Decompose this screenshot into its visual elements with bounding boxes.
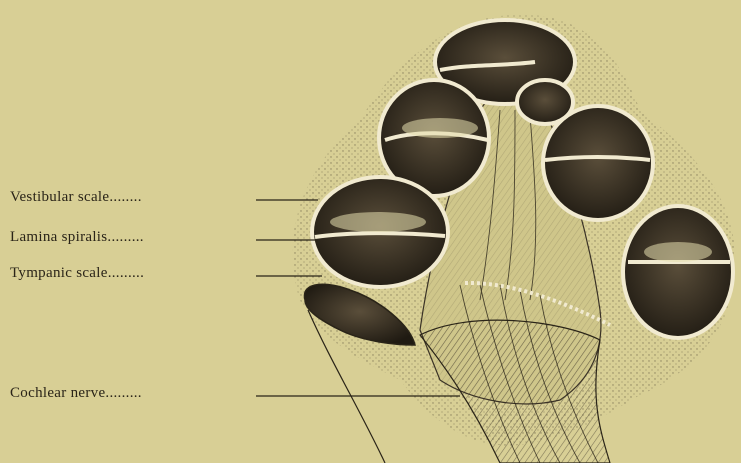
label-lamina-spiralis: Lamina spiralis......... <box>10 229 144 246</box>
label-vestibular-scale: Vestibular scale........ <box>10 189 142 206</box>
upper-right-turn <box>543 106 653 220</box>
basal-right-turn <box>623 206 733 338</box>
label-tympanic-scale: Tympanic scale......... <box>10 265 144 282</box>
label-cochlear-nerve: Cochlear nerve......... <box>10 385 142 402</box>
apex-inner-turn <box>517 80 573 124</box>
